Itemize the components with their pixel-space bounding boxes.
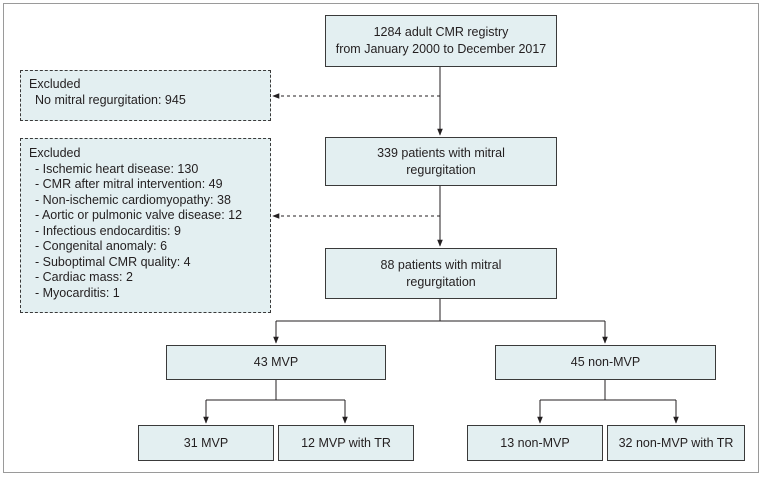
step3-line1: 88 patients with mitral	[380, 257, 502, 272]
exclusion-2-item: - CMR after mitral intervention: 49	[35, 177, 223, 191]
step2-line1: 339 patients with mitral	[377, 145, 505, 160]
exclusion-2-item: - Cardiac mass: 2	[35, 270, 133, 284]
exclusion-2-item: - Congenital anomaly: 6	[35, 239, 168, 253]
non-mvp-only-box: 13 non-MVP	[467, 425, 603, 461]
exclusion-1-item: No mitral regurgitation: 945	[35, 92, 186, 107]
registry-box: 1284 adult CMR registry from January 200…	[325, 15, 557, 67]
exclusion-2-item: - Infectious endocarditis: 9	[35, 223, 181, 238]
exclusion-2-item: - Non-ischemic cardiomyopathy: 38	[35, 192, 231, 207]
exclusion-2-item: - Ischemic heart disease: 130	[35, 161, 199, 176]
exclusion-2-list: - Ischemic heart disease: 130 - CMR afte…	[29, 162, 262, 302]
mvp-only-label: 31 MVP	[183, 435, 229, 450]
exclusion-2-item: - Myocarditis: 1	[35, 285, 120, 300]
exclusion-2-title: Excluded	[29, 146, 81, 160]
mvp-tr-label: 12 MVP with TR	[301, 435, 391, 450]
mvp-only-box: 31 MVP	[138, 425, 274, 461]
exclusion-1-title: Excluded	[29, 77, 81, 91]
non-mvp-only-label: 13 non-MVP	[500, 435, 570, 450]
non-mvp-label: 45 non-MVP	[570, 355, 641, 369]
exclusion-2-item: - Suboptimal CMR quality: 4	[35, 254, 191, 269]
non-mvp-tr-label: 32 non-MVP with TR	[618, 435, 734, 450]
step2-line2: regurgitation	[406, 162, 476, 177]
mvp-tr-box: 12 MVP with TR	[278, 425, 414, 461]
step3-line2: regurgitation	[406, 274, 476, 289]
exclusion-box-2: Excluded - Ischemic heart disease: 130 -…	[20, 138, 271, 313]
exclusion-2-item: - Aortic or pulmonic valve disease: 12	[35, 208, 243, 222]
step3-box: 88 patients with mitral regurgitation	[325, 248, 557, 299]
figure-frame	[3, 3, 759, 473]
registry-line1: 1284 adult CMR registry	[373, 25, 509, 39]
registry-line2: from January 2000 to December 2017	[335, 42, 547, 56]
mvp-box: 43 MVP	[166, 345, 386, 380]
non-mvp-box: 45 non-MVP	[495, 345, 716, 380]
exclusion-box-1: Excluded No mitral regurgitation: 945	[20, 70, 271, 121]
mvp-label: 43 MVP	[253, 355, 299, 369]
non-mvp-tr-box: 32 non-MVP with TR	[607, 425, 745, 461]
step2-box: 339 patients with mitral regurgitation	[325, 137, 557, 186]
